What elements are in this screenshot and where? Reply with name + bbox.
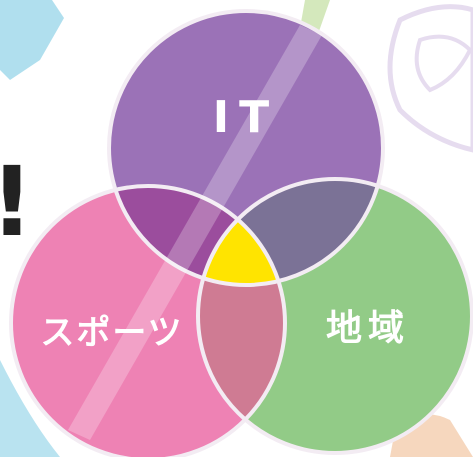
circle-outlines <box>9 9 473 457</box>
sports-circle-outline <box>9 184 287 457</box>
diagonal-brush-stroke <box>68 25 322 440</box>
blue-bottom-doodle <box>0 360 60 457</box>
it-circle-outline <box>107 9 385 287</box>
lavender-sketch-doodle <box>387 4 473 153</box>
lavender-sketch-inner <box>414 34 473 93</box>
blue-brush-doodle <box>0 0 64 80</box>
it-label: IT <box>213 92 279 143</box>
exclamation-mark: ! <box>0 146 34 258</box>
region-label: 地域 <box>326 308 410 349</box>
sports-label: スポーツ <box>40 313 183 353</box>
region-circle-outline <box>196 177 473 455</box>
it-region-overlap <box>198 179 383 285</box>
